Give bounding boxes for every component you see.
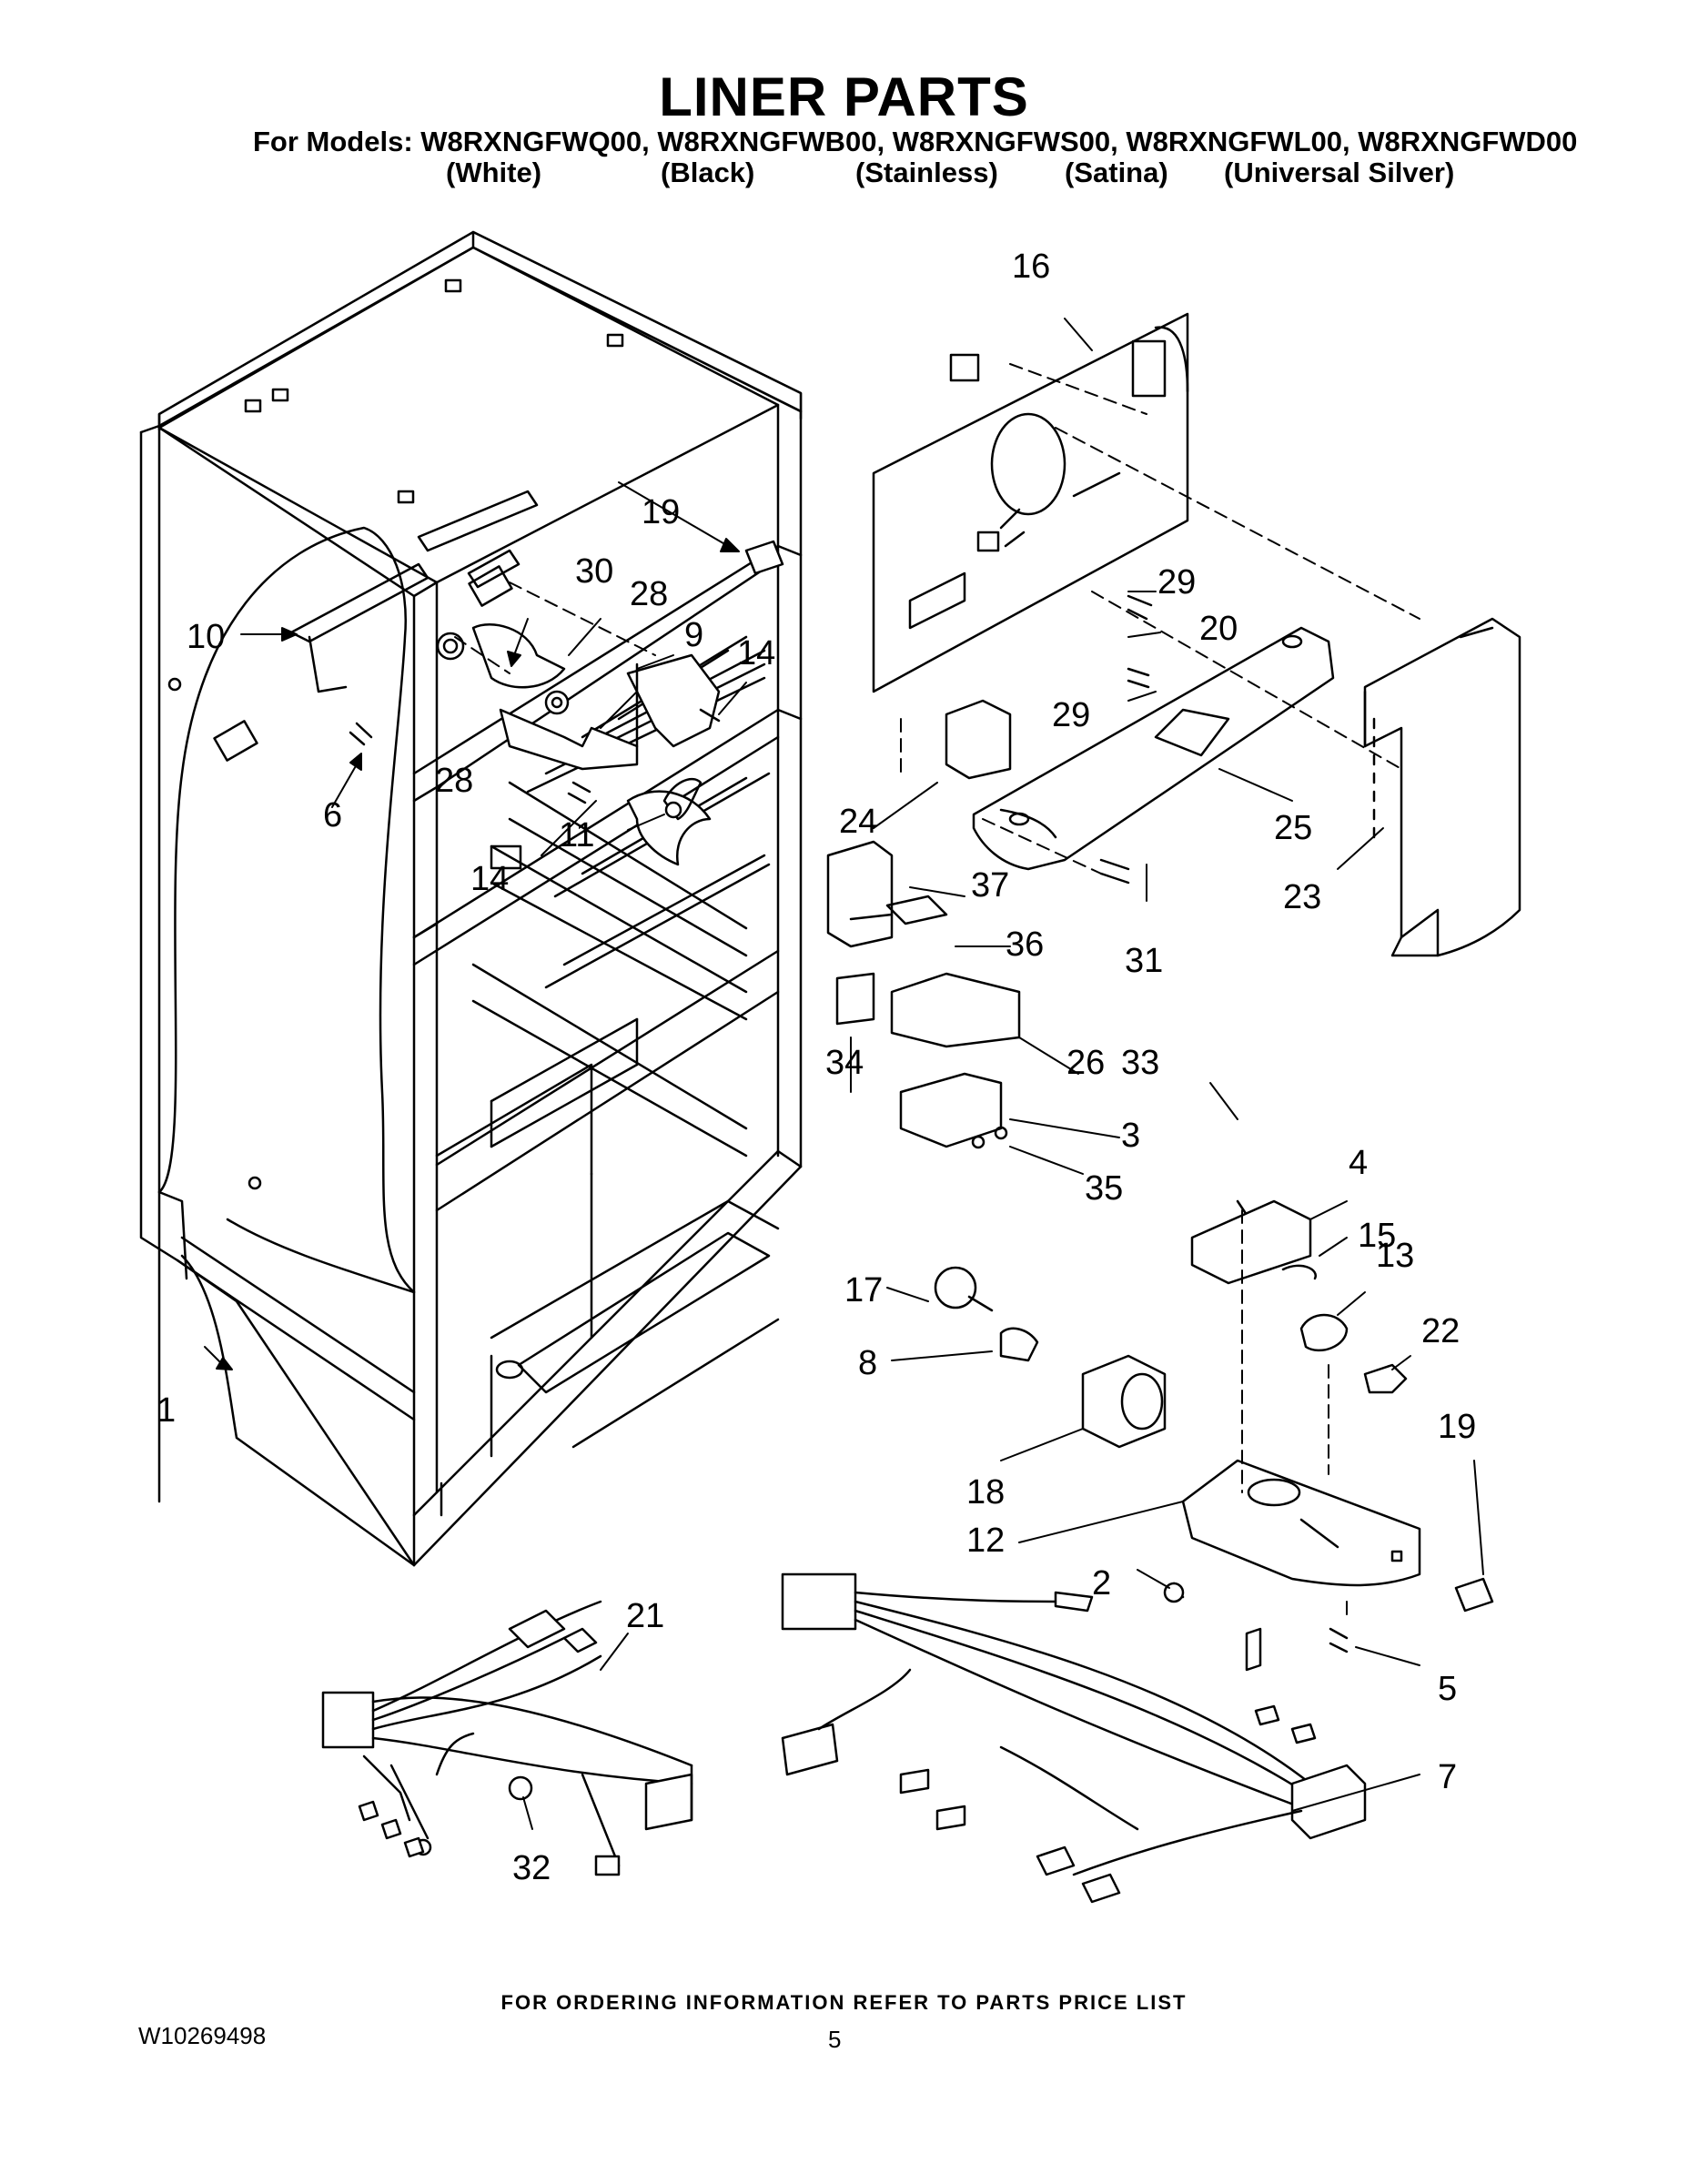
wire-harness-part-21 [321, 1600, 693, 1876]
page-number: 5 [828, 2026, 842, 2053]
callout-3: 3 [1121, 1117, 1140, 1155]
variant-stainless: (Stainless) [855, 157, 998, 188]
control-box-parts [934, 1199, 1494, 1613]
callout-30: 30 [575, 552, 613, 591]
callout-14b: 14 [470, 860, 509, 898]
leader-arrows [204, 318, 1484, 1830]
wire-harness-part-7 [781, 1572, 1367, 1904]
callout-23: 23 [1283, 878, 1321, 916]
document-number: W10269498 [138, 2022, 267, 2049]
callout-29a: 29 [1157, 563, 1196, 602]
callout-17: 17 [844, 1271, 883, 1309]
callout-33: 33 [1121, 1044, 1159, 1082]
callout-8: 8 [858, 1344, 877, 1382]
liner-cabinet [139, 230, 803, 1567]
variant-satina: (Satina) [1065, 157, 1168, 188]
callout-32: 32 [512, 1849, 551, 1887]
callout-5: 5 [1438, 1670, 1457, 1708]
callout-21: 21 [626, 1597, 664, 1635]
misc-small-parts [744, 540, 1262, 1672]
callout-7: 7 [1438, 1758, 1457, 1796]
ordering-note: FOR ORDERING INFORMATION REFER TO PARTS … [500, 1991, 1188, 2014]
callout-16: 16 [1012, 248, 1050, 286]
variant-black: (Black) [661, 157, 755, 188]
callout-28a: 28 [630, 575, 668, 613]
callout-19b: 19 [1438, 1408, 1476, 1446]
callout-2: 2 [1092, 1564, 1111, 1603]
callout-34: 34 [825, 1044, 864, 1082]
callout-15: 15 [1358, 1217, 1396, 1255]
rear-panel-part-16 [872, 312, 1189, 693]
callout-11: 11 [559, 816, 594, 854]
callout-36: 36 [1006, 925, 1044, 964]
callout-18: 18 [966, 1473, 1005, 1512]
models-line: For Models: W8RXNGFWQ00, W8RXNGFWB00, W8… [253, 126, 1578, 157]
callout-14a: 14 [737, 634, 775, 672]
fan-assembly [289, 490, 721, 866]
callout-25: 25 [1274, 809, 1312, 847]
callout-20: 20 [1199, 610, 1238, 648]
callout-13: 13 [1376, 1237, 1414, 1275]
callout-35: 35 [1085, 1169, 1123, 1208]
callout-6: 6 [323, 796, 342, 834]
callout-labels: 1 2 3 4 5 6 7 8 9 10 11 12 13 14 14 15 1… [157, 248, 1476, 1887]
vent-cover-part-23 [1363, 617, 1521, 957]
light-housing-parts [826, 699, 1021, 1149]
callout-28b: 28 [435, 762, 473, 800]
callout-1: 1 [157, 1391, 176, 1430]
control-housing-part-25 [972, 626, 1335, 871]
callout-24: 24 [839, 803, 877, 841]
callout-29b: 29 [1052, 696, 1090, 734]
callout-37: 37 [971, 866, 1009, 905]
alignment-lines [454, 363, 1420, 1621]
callout-22: 22 [1421, 1312, 1460, 1350]
callout-19a: 19 [642, 493, 680, 531]
variant-white: (White) [446, 157, 542, 188]
page-title: LINER PARTS [659, 66, 1029, 127]
callout-26: 26 [1066, 1044, 1105, 1082]
callout-9: 9 [684, 616, 703, 654]
variant-universal-silver: (Universal Silver) [1224, 157, 1455, 188]
callout-12: 12 [966, 1522, 1005, 1560]
callout-31: 31 [1125, 942, 1163, 980]
callout-4: 4 [1349, 1144, 1368, 1182]
callout-10: 10 [187, 618, 225, 656]
